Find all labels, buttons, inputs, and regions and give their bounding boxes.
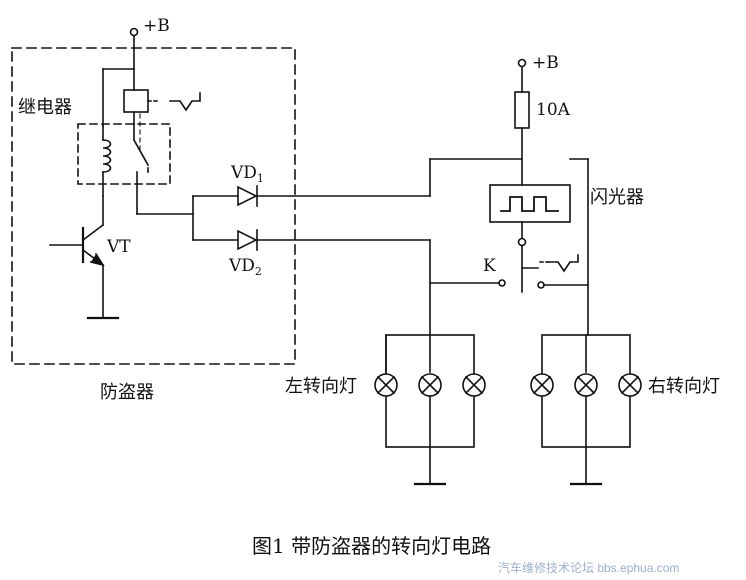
fuse-10a xyxy=(514,91,530,129)
relay-box xyxy=(77,123,171,185)
vd2-label: VD2 xyxy=(228,256,262,278)
relay-contact xyxy=(132,111,194,215)
plus-b-terminal-right xyxy=(517,58,527,93)
fuse-label: 10A xyxy=(536,100,571,120)
relay-coil xyxy=(102,125,112,197)
flasher-unit xyxy=(489,184,571,247)
vd1-label: VD1 xyxy=(230,163,264,185)
vt-label: VT xyxy=(106,237,131,257)
anti-theft-box xyxy=(11,47,296,365)
right-lamps-label: 右转向灯 xyxy=(648,376,720,397)
left-turn-lamps xyxy=(374,334,486,486)
left-lamps-label: 左转向灯 xyxy=(285,376,357,397)
relay-drive-coil xyxy=(123,89,149,113)
diode-vd2 xyxy=(237,229,258,251)
anti-theft-label: 防盗器 xyxy=(100,382,154,403)
figure-caption: 图1 带防盗器的转向灯电路 xyxy=(252,534,491,558)
plus-b-terminal-top xyxy=(129,27,139,91)
diode-vd1 xyxy=(237,185,258,207)
relay-label: 继电器 xyxy=(18,97,72,118)
plus-b-top-label: +B xyxy=(143,16,170,36)
flasher-label: 闪光器 xyxy=(590,187,644,208)
switch-k-label: K xyxy=(483,256,496,276)
turn-switch-k xyxy=(429,245,589,293)
watermark: 汽车维修技术论坛 bbs.ephua.com xyxy=(498,560,679,575)
transistor-vt xyxy=(49,195,120,320)
plus-b-right-label: +B xyxy=(532,53,559,73)
right-turn-lamps xyxy=(530,334,642,486)
